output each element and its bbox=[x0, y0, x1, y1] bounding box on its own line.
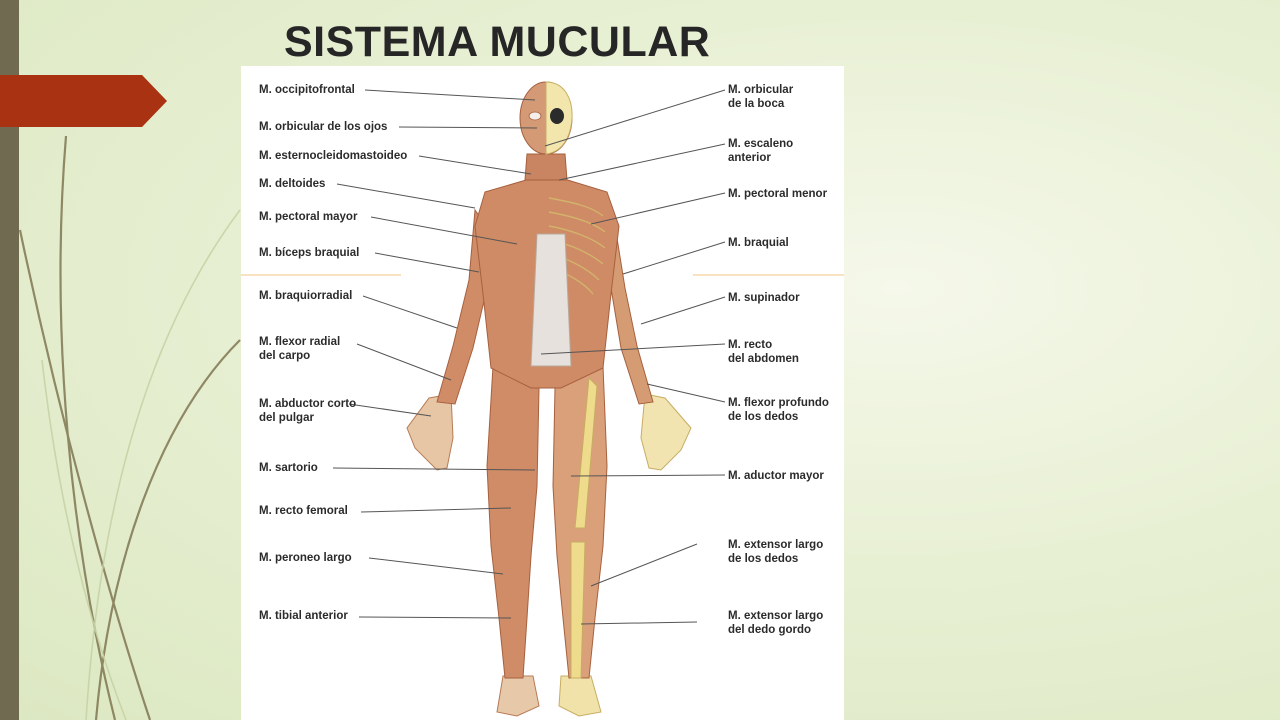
label-recto-femoral: M. recto femoral bbox=[259, 505, 348, 517]
label-braquial: M. braquial bbox=[728, 237, 789, 249]
orbit-socket bbox=[550, 108, 564, 124]
slide-title: SISTEMA MUCULAR bbox=[284, 18, 711, 66]
eye bbox=[528, 111, 542, 121]
label-biceps-braquial: M. bíceps braquial bbox=[259, 247, 360, 259]
left-hand bbox=[406, 393, 454, 471]
label-tibial-anterior: M. tibial anterior bbox=[259, 610, 348, 622]
tibia-bone bbox=[570, 541, 586, 679]
decorative-stroke bbox=[59, 135, 117, 720]
left-foot bbox=[496, 675, 540, 717]
label-esternocleidomastoideo: M. esternocleidomastoideo bbox=[259, 150, 408, 162]
femur-bone bbox=[574, 376, 598, 529]
red-arrow-banner bbox=[0, 75, 167, 127]
abdominal-sheath bbox=[530, 233, 572, 367]
leader-lines bbox=[332, 89, 726, 625]
label-pectoral-menor: M. pectoral menor bbox=[728, 188, 828, 200]
right-hand bbox=[640, 393, 692, 471]
right-foot bbox=[558, 675, 602, 717]
label-deltoides: M. deltoides bbox=[259, 178, 326, 190]
label-occipitofrontal: M. occipitofrontal bbox=[259, 84, 355, 96]
anatomy-figure: M. occipitofrontal M. orbicular de los o… bbox=[241, 66, 844, 720]
label-sartorio: M. sartorio bbox=[259, 462, 318, 474]
decorative-stroke bbox=[41, 359, 127, 720]
left-leg-muscles bbox=[486, 365, 540, 679]
neck-muscles bbox=[524, 153, 568, 181]
label-braquiorradial: M. braquiorradial bbox=[259, 290, 353, 302]
decorative-stroke bbox=[18, 229, 152, 720]
left-vertical-bar bbox=[0, 0, 19, 720]
label-supinador: M. supinador bbox=[728, 292, 800, 304]
label-pectoral-mayor: M. pectoral mayor bbox=[259, 211, 358, 223]
decorative-stroke bbox=[94, 339, 241, 720]
decorative-stroke bbox=[85, 209, 241, 720]
anatomy-illustration bbox=[241, 81, 844, 717]
rib-cage bbox=[548, 197, 606, 295]
label-aductor-mayor: M. aductor mayor bbox=[728, 470, 824, 482]
label-peroneo-largo: M. peroneo largo bbox=[259, 552, 352, 564]
label-orbicular-ojos: M. orbicular de los ojos bbox=[259, 121, 388, 133]
